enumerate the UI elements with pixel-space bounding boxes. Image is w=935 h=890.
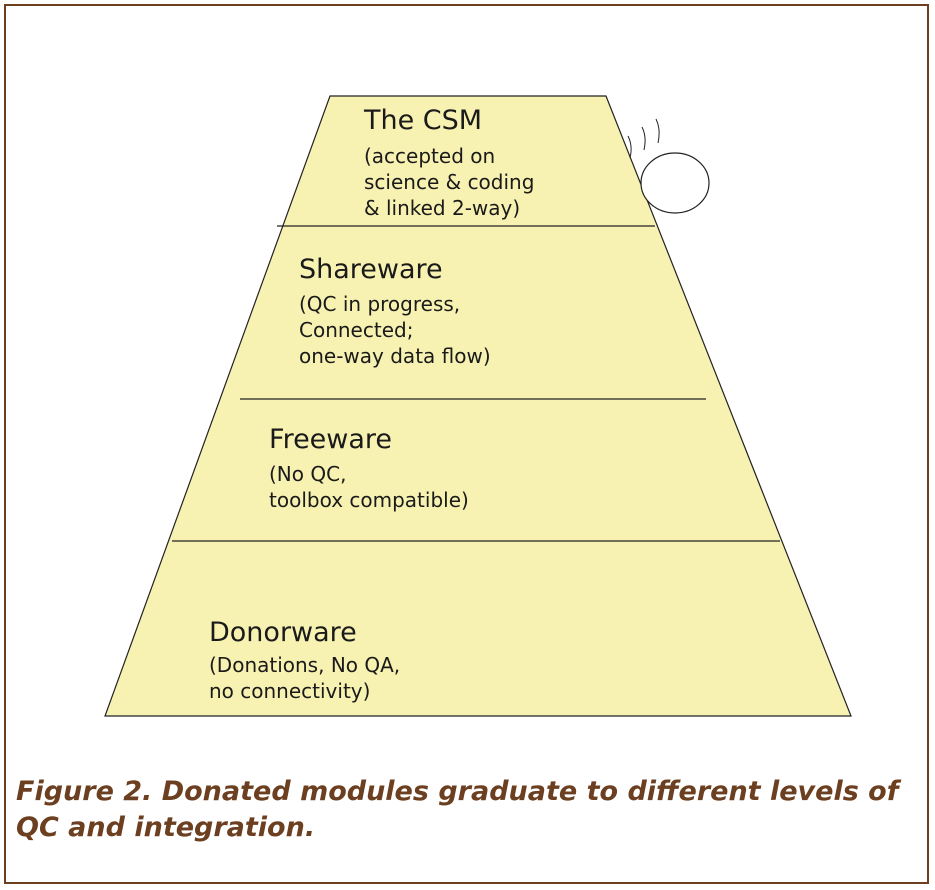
figure-frame — [4, 4, 929, 884]
level-shareware: Shareware (QC in progress, Connected; on… — [299, 254, 491, 368]
level-desc-line: science & coding — [364, 170, 534, 194]
level-title: Shareware — [299, 254, 443, 285]
level-donorware: Donorware (Donations, No QA, no connecti… — [209, 617, 400, 703]
figure-caption: Figure 2. Donated modules graduate to di… — [16, 776, 899, 843]
level-title: Donorware — [209, 617, 357, 648]
level-desc-line: (No QC, — [269, 462, 346, 486]
level-freeware: Freeware (No QC, toolbox compatible) — [269, 424, 469, 512]
level-desc-line: (QC in progress, — [299, 292, 460, 316]
level-desc-line: (Donations, No QA, — [209, 653, 400, 677]
level-title: Freeware — [269, 424, 392, 455]
level-desc-line: one-way data flow) — [299, 344, 491, 368]
pyramid-shape — [104, 95, 852, 717]
level-desc-line: & linked 2-way) — [364, 196, 520, 220]
falling-ball-icon — [627, 118, 710, 214]
level-csm: The CSM (accepted on science & coding & … — [363, 105, 534, 220]
level-desc-line: no connectivity) — [209, 679, 370, 703]
level-desc-line: toolbox compatible) — [269, 488, 469, 512]
level-desc-line: (accepted on — [364, 144, 495, 168]
level-desc-line: Connected; — [299, 318, 413, 342]
level-title: The CSM — [363, 105, 482, 136]
